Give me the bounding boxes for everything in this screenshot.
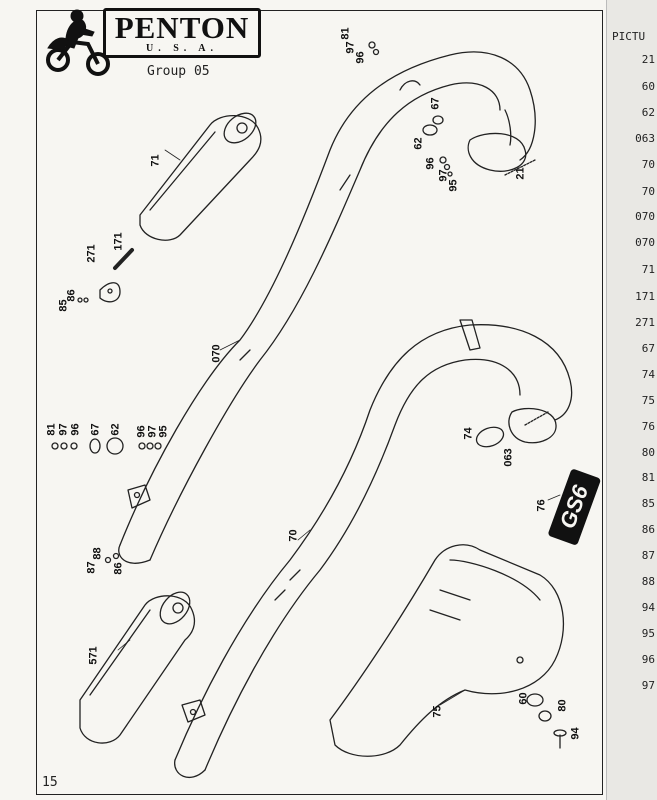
brand-subtitle: U. S. A. xyxy=(146,43,218,54)
callout-label: 271 xyxy=(85,244,98,263)
parts-table-row: 271 xyxy=(635,316,655,329)
callout-label: 86 xyxy=(112,562,125,575)
brand-name: PENTON xyxy=(114,10,250,45)
callout-label: 95 xyxy=(447,179,460,192)
parts-table-row: 21 xyxy=(641,53,655,66)
catalog-page: PENTON U. S. A. Group 05 xyxy=(0,0,606,800)
callout-label: 88 xyxy=(91,547,104,560)
callout-label: 62 xyxy=(109,423,122,436)
silencer-71 xyxy=(139,112,262,241)
callout-label: 96 xyxy=(354,51,367,64)
callout-label: 96 xyxy=(69,423,82,436)
callout-label: 74 xyxy=(462,427,475,440)
callout-label: 81 xyxy=(339,27,352,40)
callout-label: 063 xyxy=(502,448,515,467)
parts-table-row: 063 xyxy=(635,132,655,145)
parts-table-row: 80 xyxy=(641,446,655,459)
parts-table-row: 86 xyxy=(641,523,655,536)
callout-label: 95 xyxy=(157,425,170,438)
callout-label: 67 xyxy=(89,423,102,436)
parts-table-row: 81 xyxy=(641,471,655,484)
callout-label: 87 xyxy=(85,561,98,574)
parts-table-row: 60 xyxy=(641,80,655,93)
callout-label: 96 xyxy=(424,157,437,170)
page-number: 15 xyxy=(42,775,58,790)
leader-lines xyxy=(117,149,561,706)
callout-label: 70 xyxy=(287,529,300,542)
callout-label: 94 xyxy=(569,727,582,740)
parts-table-row: 070 xyxy=(635,236,655,249)
cover-75 xyxy=(329,544,565,757)
exploded-parts-diagram: GS6 xyxy=(51,41,601,779)
parts-table-row: 96 xyxy=(641,653,655,666)
exhaust-pipe-70 xyxy=(174,319,573,779)
parts-table-row: 95 xyxy=(641,627,655,640)
gs6-emblem: GS6 xyxy=(548,469,601,545)
callout-label: 571 xyxy=(87,646,100,665)
silencer-571 xyxy=(79,591,196,744)
callout-label: 97 xyxy=(57,423,70,436)
motorcycle-rider-icon xyxy=(46,9,110,76)
callout-label: 62 xyxy=(412,137,425,150)
parts-table-row: 70 xyxy=(641,185,655,198)
page-frame xyxy=(36,10,603,795)
parts-table-row: 76 xyxy=(641,420,655,433)
callout-label: 71 xyxy=(149,154,162,167)
callout-label: 60 xyxy=(517,692,530,705)
parts-table-row: 88 xyxy=(641,575,655,588)
parts-table-row: 97 xyxy=(641,679,655,692)
parts-table-row: 75 xyxy=(641,394,655,407)
exhaust-pipe-070 xyxy=(118,51,536,564)
callout-label: 81 xyxy=(45,423,58,436)
callout-label: 75 xyxy=(431,705,444,718)
callout-label: 21 xyxy=(514,167,527,180)
callout-label: 171 xyxy=(112,232,125,251)
group-label: Group 05 xyxy=(147,64,210,79)
parts-table-row: 85 xyxy=(641,497,655,510)
parts-table-row: 70 xyxy=(641,158,655,171)
penton-logo xyxy=(44,8,262,78)
parts-table-row: 94 xyxy=(641,601,655,614)
parts-table-row: 070 xyxy=(635,210,655,223)
callout-label: 80 xyxy=(556,699,569,712)
parts-table-row: 74 xyxy=(641,368,655,381)
parts-table-row: 67 xyxy=(641,342,655,355)
hardware-parts xyxy=(51,41,567,749)
parts-table-row: 62 xyxy=(641,106,655,119)
callout-label: 67 xyxy=(429,97,442,110)
callout-label: 070 xyxy=(210,344,223,363)
parts-table-header: PICTU xyxy=(612,30,646,43)
brand-box: PENTON U. S. A. xyxy=(103,8,261,58)
parts-table-edge: PICTU 21 60 62 063 70 70 070 070 71 171 … xyxy=(606,0,657,800)
callout-label: 76 xyxy=(535,499,548,512)
parts-table-row: 71 xyxy=(641,263,655,276)
parts-table-row: 171 xyxy=(635,290,655,303)
callout-label: 86 xyxy=(65,289,78,302)
parts-table-row: 87 xyxy=(641,549,655,562)
